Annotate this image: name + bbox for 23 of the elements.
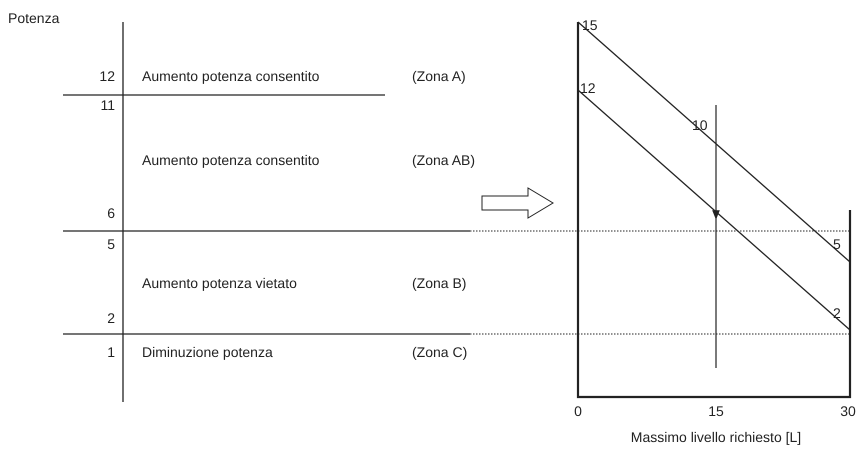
zone-description: Aumento potenza consentito	[142, 68, 320, 84]
zone-name: (Zona C)	[412, 344, 468, 360]
tick-label: 15	[708, 403, 724, 419]
axis-title: Massimo livello richiesto [L]	[630, 429, 802, 445]
tick-label: 30	[840, 403, 856, 419]
tick-label: 0	[574, 403, 582, 419]
zone-name: (Zona A)	[412, 68, 466, 84]
scale-value: 6	[107, 205, 115, 221]
scale-value: 11	[100, 97, 115, 113]
zone-description: Diminuzione potenza	[142, 344, 273, 360]
zone-name: (Zona B)	[412, 275, 466, 291]
scale-value: 1	[107, 344, 115, 360]
zone-description: Aumento potenza vietato	[142, 275, 297, 291]
line-value: 5	[833, 236, 841, 252]
scale-value: 2	[107, 310, 115, 326]
zone-name: (Zona AB)	[412, 152, 476, 168]
axis-title: Potenza	[8, 10, 60, 26]
scale-value: 5	[107, 236, 115, 252]
line-value: 12	[580, 80, 596, 96]
zone-description: Aumento potenza consentito	[142, 152, 320, 168]
line-value: 15	[582, 17, 598, 33]
scale-value: 12	[99, 68, 115, 84]
line-value: 10	[692, 117, 708, 133]
